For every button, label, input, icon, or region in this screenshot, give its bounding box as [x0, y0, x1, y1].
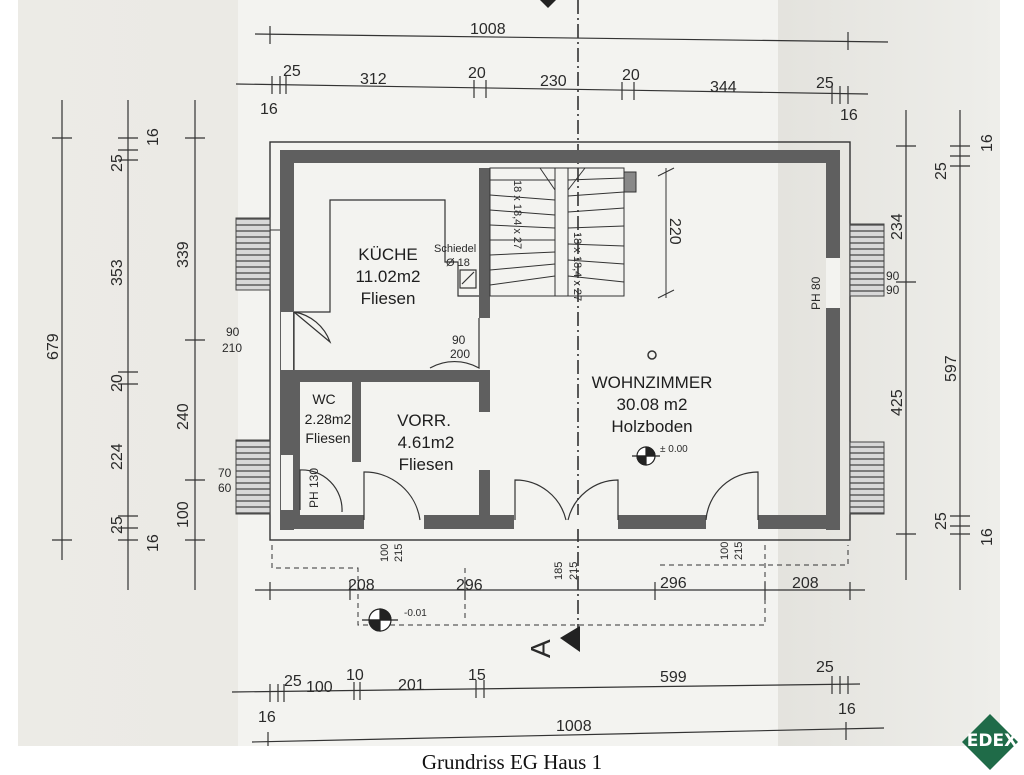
dim-left-a: 20 — [109, 374, 126, 392]
dim-bottom-seg: 100 — [306, 679, 333, 696]
dim-terrace: 208 — [348, 577, 375, 594]
dim-left-b: 100 — [175, 501, 192, 528]
chimney-diameter: Ø 18 — [446, 257, 470, 269]
dim-bottom-seg: 201 — [398, 677, 425, 694]
dim-top-seg: 20 — [468, 65, 486, 82]
windows — [235, 217, 885, 515]
door-label: 185 — [553, 562, 565, 580]
room-floor-wohnzimmer: Holzboden — [611, 417, 692, 436]
dim-right-a: 25 — [933, 162, 950, 180]
dim-left-a: 25 — [109, 154, 126, 172]
room-floor-wc: Fliesen — [305, 430, 350, 446]
dim-bottom-seg: 599 — [660, 669, 687, 686]
dim-right-small: 16 — [979, 134, 996, 152]
room-floor-kueche: Fliesen — [361, 289, 416, 308]
dim-top-small-left: 16 — [260, 101, 278, 118]
dim-left-b: 339 — [175, 241, 192, 268]
room-area-kueche: 11.02m2 — [356, 267, 421, 286]
dim-top-seg: 344 — [710, 79, 737, 96]
room-name-wc: WC — [312, 391, 335, 407]
logo-text: EDEX — [966, 731, 1018, 751]
room-name-vorr: VORR. — [397, 411, 451, 430]
dim-right-small: 16 — [979, 528, 996, 546]
kitchen-counter — [294, 199, 479, 313]
sill-height-label: PH 80 — [809, 276, 823, 310]
dim-left-a: 353 — [109, 259, 126, 286]
window-label: 90 — [886, 283, 900, 297]
door-label: 215 — [393, 544, 405, 562]
doors — [293, 311, 759, 521]
window-label: 90 — [886, 269, 900, 283]
dim-top-seg: 20 — [622, 67, 640, 84]
plan-caption: Grundriss EG Haus 1 — [421, 750, 603, 774]
dim-left-a-small: 16 — [145, 534, 162, 552]
dim-right-a: 234 — [889, 213, 906, 240]
dim-stair-rise: 220 — [666, 218, 683, 245]
dim-bottom-seg: 25 — [284, 673, 302, 690]
floor-plan: 1008 25 312 20 230 20 344 25 16 16 1008 … — [45, 0, 996, 746]
dim-left-total: 679 — [45, 333, 62, 360]
dim-terrace: 208 — [792, 575, 819, 592]
door-label: 90 — [226, 325, 240, 339]
wall-openings — [281, 258, 840, 529]
dim-top-seg: 312 — [360, 71, 387, 88]
door-label: 100 — [379, 544, 391, 562]
dimension-lines — [52, 0, 970, 746]
section-label: A — [525, 639, 556, 658]
section-arrow — [560, 626, 580, 652]
level-marker-interior — [632, 446, 660, 466]
dim-top-small-right: 16 — [840, 107, 858, 124]
door-label: 200 — [450, 347, 470, 361]
level-marker-exterior — [362, 608, 398, 632]
dim-bottom-seg: 10 — [346, 667, 364, 684]
dim-terrace: 296 — [456, 577, 483, 594]
dim-top-seg: 25 — [283, 63, 301, 80]
room-name-wohnzimmer: WOHNZIMMER — [592, 373, 713, 392]
dim-right-a: 425 — [889, 389, 906, 416]
door-label: 215 — [733, 542, 745, 560]
dim-right-a: 25 — [933, 512, 950, 530]
dim-left-a-small: 16 — [145, 128, 162, 146]
dim-left-a: 25 — [109, 516, 126, 534]
room-area-wc: 2.28m2 — [305, 411, 352, 427]
stairs-note: 18 x 18,4 x 27 — [511, 180, 523, 249]
door-label: 90 — [452, 333, 466, 347]
room-area-wohnzimmer: 30.08 m2 — [617, 395, 688, 414]
dim-bottom-seg: 25 — [816, 659, 834, 676]
staircase — [489, 167, 675, 299]
sill-height-label: PH 130 — [307, 468, 321, 508]
window-label: 60 — [218, 481, 232, 495]
dim-left-a: 224 — [109, 443, 126, 470]
door-label: 100 — [719, 542, 731, 560]
room-area-vorr: 4.61m2 — [398, 433, 455, 452]
chimney-label: Schiedel — [434, 243, 476, 255]
door-label: 215 — [568, 562, 580, 580]
dim-left-b: 240 — [175, 403, 192, 430]
edex-logo — [962, 714, 1018, 770]
dim-top-seg: 25 — [816, 75, 834, 92]
dim-terrace: 296 — [660, 575, 687, 592]
level-exterior-label: -0.01 — [404, 608, 427, 619]
window-label: 70 — [218, 466, 232, 480]
ceiling-outlet — [647, 350, 657, 360]
level-interior-label: ± 0.00 — [660, 444, 688, 455]
dim-bottom-small-right: 16 — [838, 701, 856, 718]
door-label: 210 — [222, 341, 242, 355]
dim-bottom-seg: 15 — [468, 667, 486, 684]
dim-top-seg: 230 — [540, 73, 567, 90]
room-floor-vorr: Fliesen — [399, 455, 454, 474]
stairs-note-2: 18 x 18,4 x 27 — [571, 232, 583, 301]
dim-bottom-total: 1008 — [556, 718, 592, 735]
dim-right-b: 597 — [943, 355, 960, 382]
dim-top-total: 1008 — [470, 21, 506, 38]
room-name-kueche: KÜCHE — [358, 245, 418, 264]
dim-bottom-small-left: 16 — [258, 709, 276, 726]
